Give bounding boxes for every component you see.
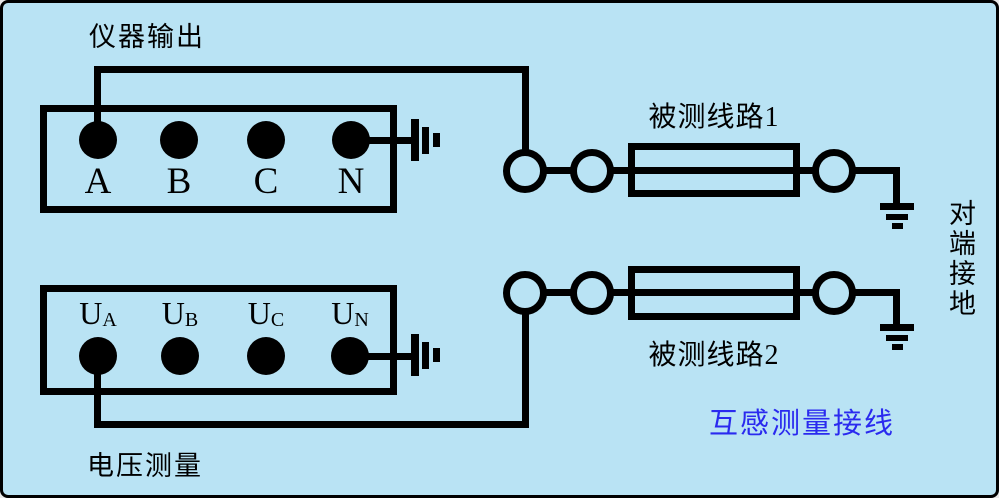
u-sub: C [270,309,285,331]
terminal-dot-b [160,121,198,159]
diagram-caption: 互感测量接线 [709,408,896,440]
u-main: U [331,295,355,331]
wire-link [545,167,572,174]
connector-circle [503,271,547,315]
ground-bar [886,335,908,341]
wire-n-to-ground [351,137,413,144]
voltage-measurement-label: 电压测量 [87,451,203,481]
terminal-dot-a [79,121,117,159]
ground-bar [433,133,440,147]
ground-bar [411,334,419,376]
wire-a-up [94,66,101,140]
ground-bar [433,348,440,362]
terminal-dot-c [247,121,285,159]
wire-line2-ground-drop [893,292,900,327]
terminal-label-ub: UB [148,297,212,330]
connector-circle [570,149,614,193]
connector-circle [503,149,547,193]
voltage-measurement-box [40,285,397,395]
tested-line-1-label: 被测线路1 [648,102,780,133]
instrument-output-label: 仪器输出 [89,22,205,52]
far-end-ground-label: 对端接地 [945,199,975,319]
tested-line-1-box [628,143,800,197]
wire-through-line2 [612,289,816,296]
wire-down-to-line1 [522,66,529,151]
terminal-dot-ub [161,337,199,375]
connector-circle [570,271,614,315]
wire-line1-to-ground [854,167,900,174]
u-sub: N [354,309,369,331]
connector-circle [812,271,856,315]
u-main: U [161,295,185,331]
ground-bar [422,342,429,369]
wire-un-to-ground [350,353,413,360]
u-main: U [247,295,271,331]
u-sub: A [102,309,117,331]
wire-ua-down [94,355,101,428]
ground-bar [422,127,429,154]
wire-line2-down [522,313,529,428]
tested-line-2-box [628,266,800,320]
wire-top-horizontal [94,66,529,73]
terminal-label-n: N [337,161,365,202]
connector-circle [812,149,856,193]
wire-bottom-horizontal [94,421,529,428]
u-main: U [79,295,103,331]
terminal-dot-uc [247,337,285,375]
ground-bar [880,203,914,210]
wire-through-line1 [612,167,816,174]
u-sub: B [184,309,199,331]
wire-link [545,289,572,296]
ground-bar [411,119,419,161]
tested-line-2-label: 被测线路2 [648,340,780,371]
wire-line2-to-ground [854,289,900,296]
terminal-label-a: A [84,161,112,202]
ground-bar [880,324,914,331]
instrument-output-box [40,105,397,213]
terminal-label-uc: UC [234,297,298,330]
wire-line1-ground-drop [893,170,900,206]
ground-bar [892,223,903,229]
terminal-label-ua: UA [66,297,130,330]
terminal-label-c: C [253,161,279,202]
ground-bar [886,214,908,220]
terminal-label-b: B [166,161,192,202]
ground-bar [892,344,903,350]
terminal-label-un: UN [318,297,382,330]
